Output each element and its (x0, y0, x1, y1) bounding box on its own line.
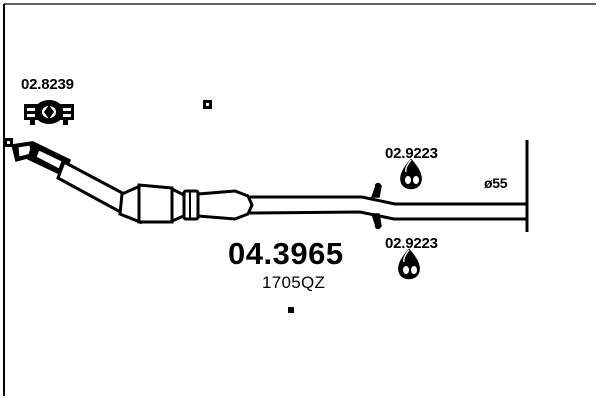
rear-pipe-icon (249, 195, 526, 221)
downpipe-icon (56, 159, 130, 217)
reference-marker-top-left (4, 138, 13, 147)
reference-marker-lower-center (288, 307, 294, 313)
pipe-hanger-bracket-icon (370, 182, 382, 198)
main-part-number: 04.3965 (228, 236, 344, 271)
rubber-hanger-ring-lower-icon (398, 248, 420, 280)
reference-markers (4, 100, 294, 313)
coupling-collar-icon (182, 189, 200, 221)
pipe-hanger-bracket-lower-icon (370, 213, 382, 230)
pipe-diameter-label: ø55 (484, 175, 508, 191)
front-pipe-assembly (11, 140, 130, 217)
main-part-subcode: 1705QZ (262, 273, 326, 292)
catalytic-converter-icon (118, 183, 188, 225)
clamp-part-number-label: 02.8239 (21, 76, 74, 93)
hanger-ring-upper-part-number-label: 02.9223 (385, 145, 438, 162)
resonator-icon (196, 189, 254, 221)
diagram-border (3, 3, 596, 396)
rubber-hanger-ring-upper-icon (400, 158, 422, 190)
reference-marker-upper-center (203, 100, 212, 109)
exhaust-clamp-icon (24, 100, 74, 125)
hanger-ring-lower-part-number-label: 02.9223 (385, 235, 438, 252)
